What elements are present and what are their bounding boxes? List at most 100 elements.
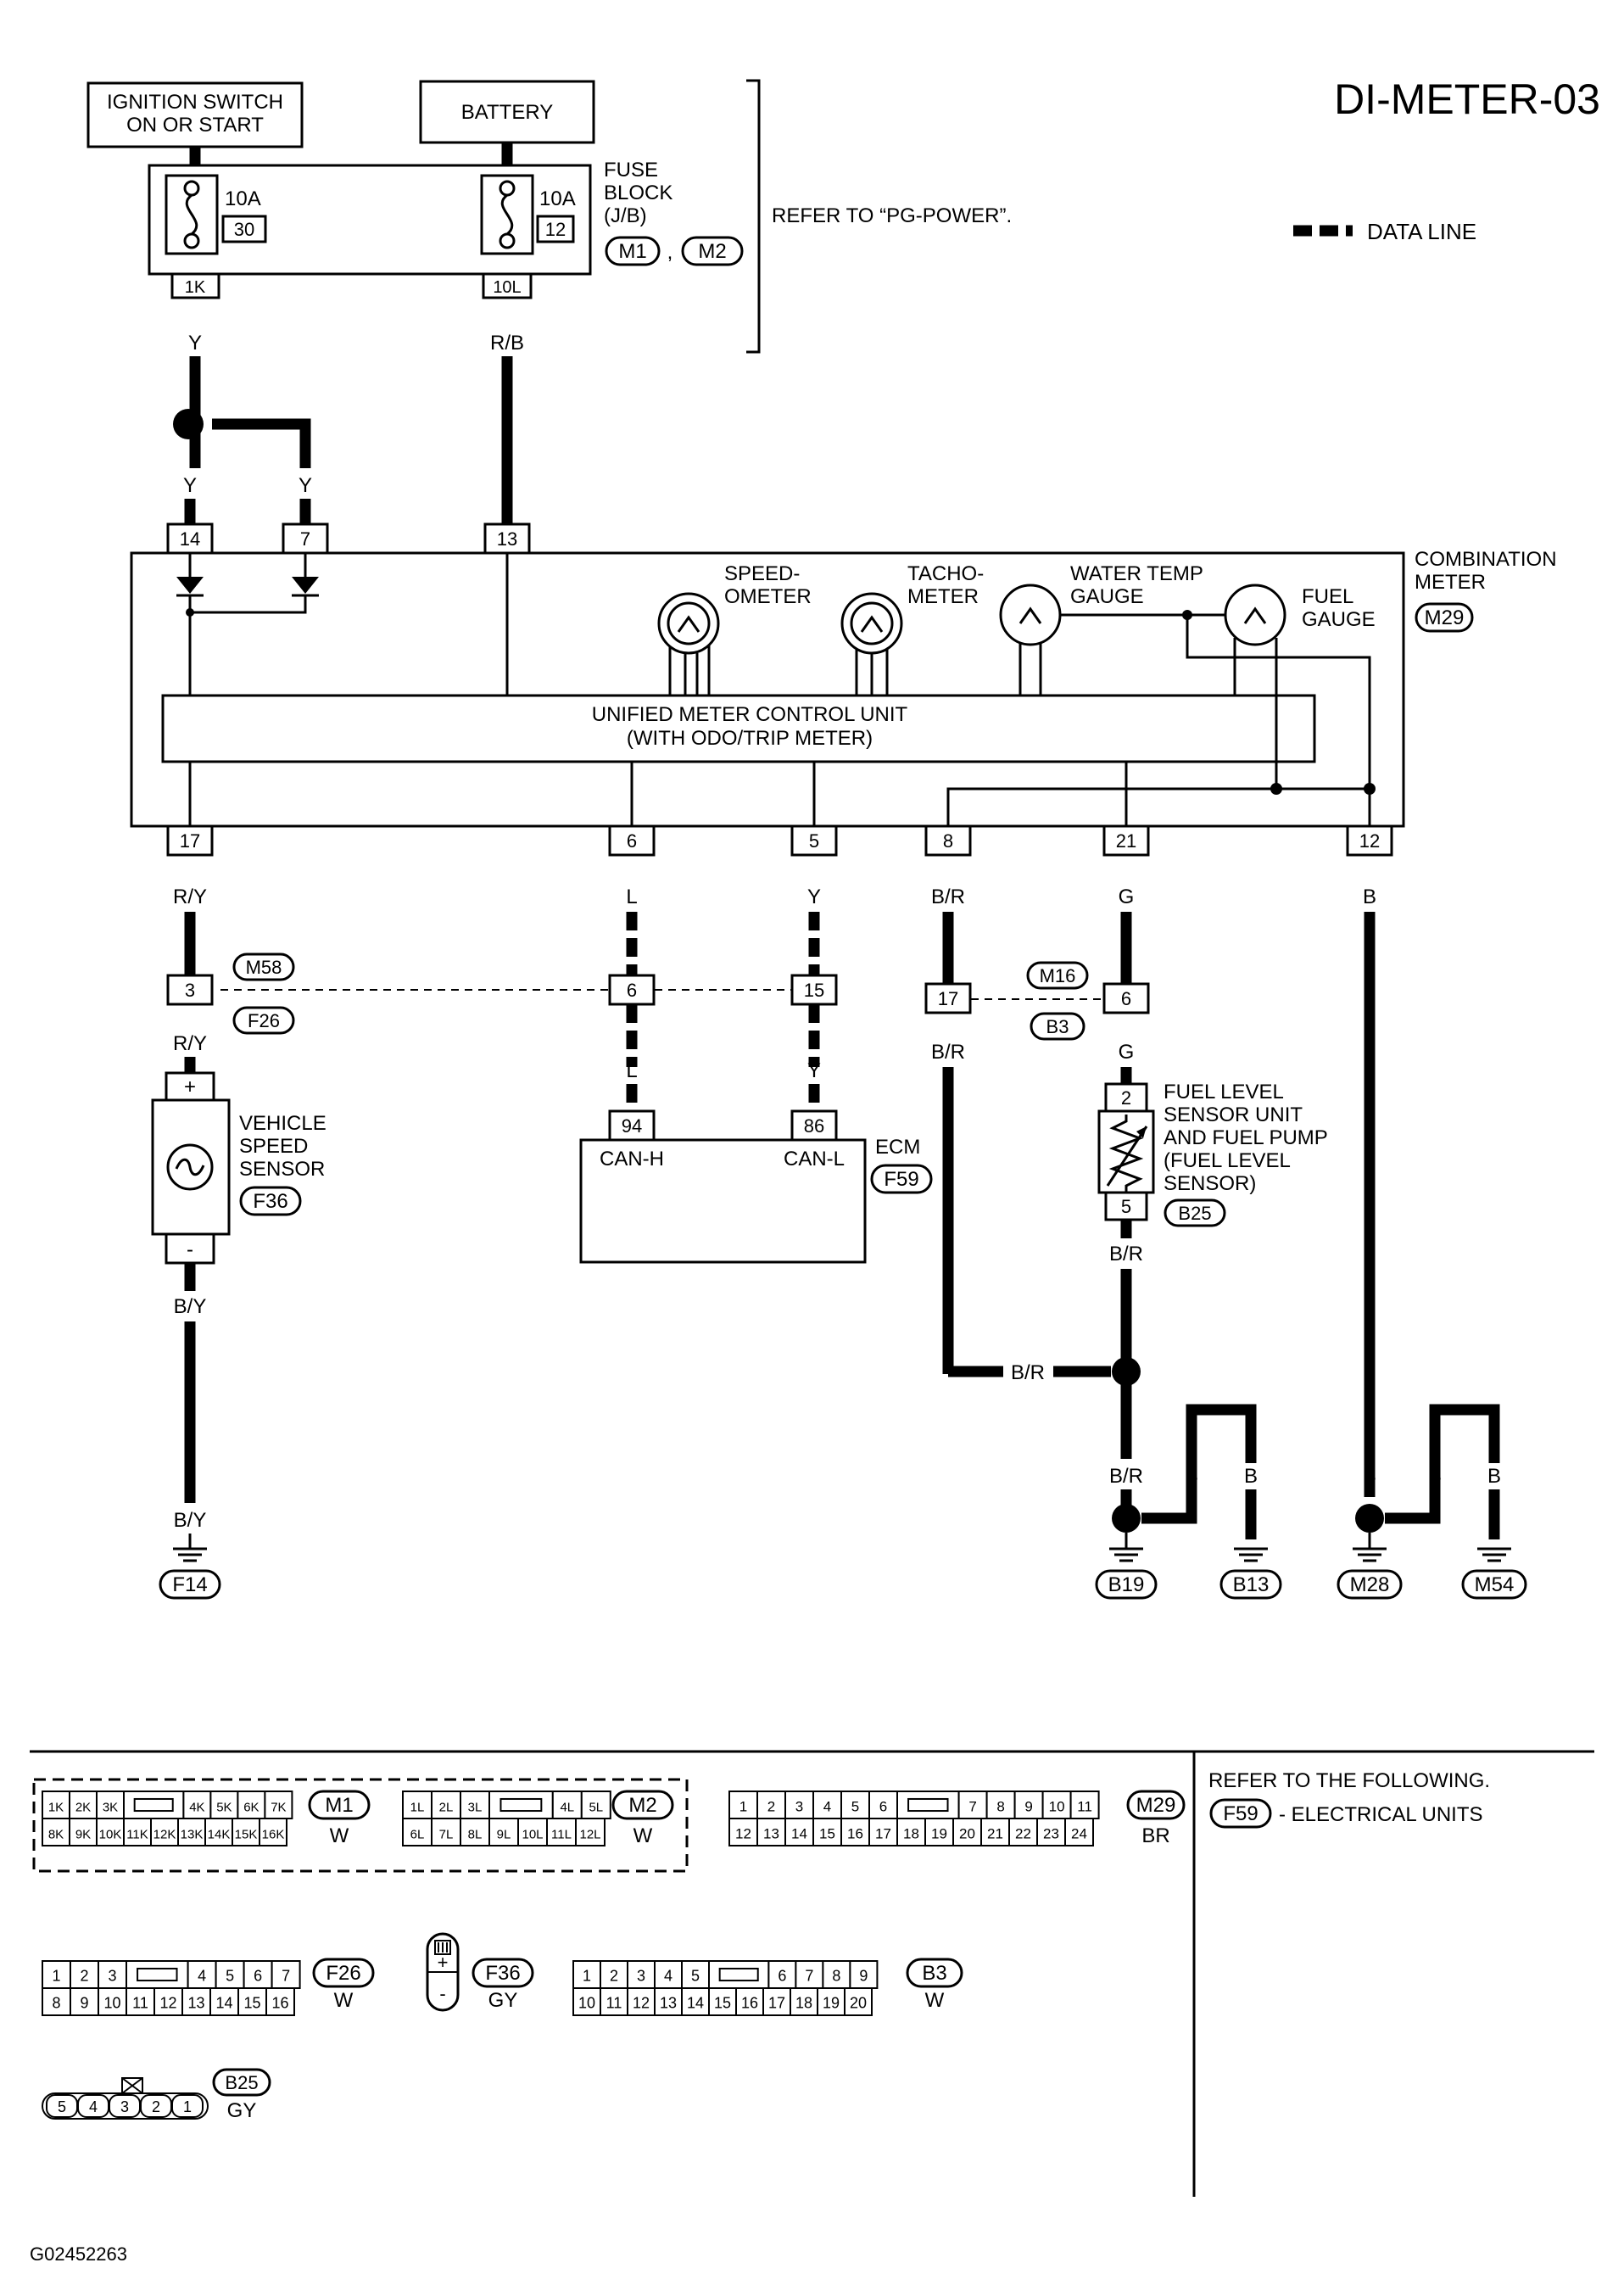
cv-m2-pin: 12L <box>575 1818 606 1846</box>
cv-b3-color: W <box>925 1989 945 2012</box>
cv-m29-pin: 16 <box>840 1818 870 1846</box>
vss-plus-label: + <box>184 1075 196 1098</box>
svg-text:13: 13 <box>660 1995 677 2012</box>
cv-m1-pin: 15K <box>232 1818 260 1846</box>
cv-m29-pin: 15 <box>812 1818 842 1846</box>
svg-text:20: 20 <box>850 1995 867 2012</box>
svg-text:2: 2 <box>152 2098 160 2115</box>
svg-text:9: 9 <box>80 1995 88 2012</box>
wire-br-horizontal-left <box>942 1366 1003 1377</box>
cv-m1-pin: 1K <box>42 1791 70 1819</box>
ecm-can-h: CAN-H <box>600 1148 664 1170</box>
joint-m16-pin-17: 17 <box>924 982 972 1014</box>
wire-label-b-b13-b: B <box>1244 1465 1258 1488</box>
cv-m2-pin: 4L <box>551 1791 583 1819</box>
ground-b13 <box>1219 1569 1282 1600</box>
cv-m29-pin: 5 <box>840 1791 870 1819</box>
wire-label-b-b13-a: B <box>1185 1465 1198 1488</box>
cv-m2-pin: 1L <box>402 1791 433 1819</box>
svg-text:11: 11 <box>606 1995 622 2012</box>
svg-text:15K: 15K <box>235 1828 258 1842</box>
cv-m1-pin: 3K <box>96 1791 125 1819</box>
cv-m2-pin: 10L <box>517 1818 548 1846</box>
combination-meter <box>130 551 1405 828</box>
cv-b3-id: B3 <box>922 1962 946 1985</box>
svg-text:3: 3 <box>108 1968 116 1985</box>
cv-b3-pin: 9 <box>849 1960 879 1989</box>
fuse-30: 10A 30 <box>165 174 267 255</box>
cv-m1-pin: 11K <box>123 1818 152 1846</box>
cv-b25-pin: 3 <box>109 2094 141 2118</box>
cv-f26-pin: 4 <box>187 1960 217 1989</box>
water-temp-label-2: GAUGE <box>1070 585 1144 608</box>
cv-m29-pin: 13 <box>756 1818 786 1846</box>
cv-b3-pin: 5 <box>681 1960 710 1989</box>
svg-text:14K: 14K <box>208 1828 231 1842</box>
svg-text:12: 12 <box>633 1995 650 2012</box>
cv-f26-pin: 8 <box>42 1987 71 2016</box>
wire-label-y-ign: Y <box>188 332 202 355</box>
fuel-sensor-arrowhead-icon <box>1136 1126 1147 1138</box>
fuse-12-num: 12 <box>545 219 566 240</box>
cv-m29-pin: 17 <box>868 1818 898 1846</box>
cv-f26-color: W <box>334 1989 354 2012</box>
fuel-gauge-label-1: FUEL <box>1302 585 1353 608</box>
cv-m29-pin: 1 <box>728 1791 758 1819</box>
fuel-level-sensor <box>1097 1109 1155 1194</box>
cv-m2-pin: 3L <box>460 1791 490 1819</box>
svg-text:14: 14 <box>791 1826 807 1842</box>
cv-m29-pin: 6 <box>868 1791 898 1819</box>
cv-m29-pin: 11 <box>1069 1791 1100 1819</box>
joint-m58-pin-15: 15 <box>790 974 838 1006</box>
wire-label-rb: R/B <box>490 332 524 355</box>
fuel-sensor-pin-5 <box>1104 1191 1148 1221</box>
splice-b19 <box>1112 1504 1141 1533</box>
vss-minus-pin <box>165 1232 215 1265</box>
svg-text:8: 8 <box>832 1968 840 1985</box>
cv-m2-pin: 11L <box>546 1818 577 1846</box>
refer-pg-power: REFER TO “PG-POWER”. <box>772 204 1012 227</box>
svg-text:3L: 3L <box>468 1801 483 1815</box>
splice-br <box>1112 1357 1141 1386</box>
ecm-pin-86: 86 <box>790 1109 838 1142</box>
combination-meter-name-2: METER <box>1415 571 1486 594</box>
joint-m16-pin-6-label: 6 <box>1121 988 1131 1009</box>
cv-b3-pin: 6 <box>767 1960 797 1989</box>
fuse-pin-1k <box>170 272 220 299</box>
cv-b25-pin: 4 <box>77 2094 109 2118</box>
svg-text:10L: 10L <box>522 1828 543 1842</box>
svg-text:2: 2 <box>767 1799 775 1815</box>
joint-m16-pin-17-label: 17 <box>938 988 958 1009</box>
connector-view-f36: + - <box>426 1932 460 2012</box>
ground-b19-icon <box>1109 1533 1143 1562</box>
fuse-pin-10l <box>482 272 533 299</box>
svg-text:17: 17 <box>875 1826 891 1842</box>
svg-text:10: 10 <box>103 1995 120 2012</box>
tachometer-label-1: TACHO- <box>907 562 984 585</box>
meter-pin-7: 7 <box>282 522 329 555</box>
ground-m54-icon <box>1477 1547 1511 1562</box>
ecm-conn-label: F59 <box>884 1168 918 1191</box>
svg-text:11: 11 <box>132 1995 148 2012</box>
cv-f36-minus: - <box>439 1983 445 2004</box>
svg-text:8L: 8L <box>468 1828 483 1842</box>
fuse-block-conn-sep: , <box>667 241 673 264</box>
meter-pin-5: 5 <box>790 824 838 857</box>
svg-text:7L: 7L <box>439 1828 454 1842</box>
cv-m29-badge <box>1126 1790 1186 1820</box>
joint-m16-conn <box>1026 961 1089 990</box>
cv-b3-pin: 17 <box>762 1987 791 2016</box>
m1-m2-group-box <box>32 1778 689 1873</box>
ecm-name: ECM <box>875 1136 920 1159</box>
wire-common-to-pins <box>946 787 1371 826</box>
svg-text:4: 4 <box>89 2098 98 2115</box>
svg-text:9: 9 <box>859 1968 868 1985</box>
joint-m16-pin-6: 6 <box>1102 982 1150 1014</box>
vss-name-2: SPEED <box>239 1135 308 1158</box>
meter-pin-21-label: 21 <box>1116 830 1136 852</box>
fuse-block-conn-m2-label: M2 <box>698 240 726 263</box>
svg-text:4: 4 <box>823 1799 831 1815</box>
svg-text:5: 5 <box>58 2098 66 2115</box>
ground-b19-label: B19 <box>1108 1573 1145 1596</box>
